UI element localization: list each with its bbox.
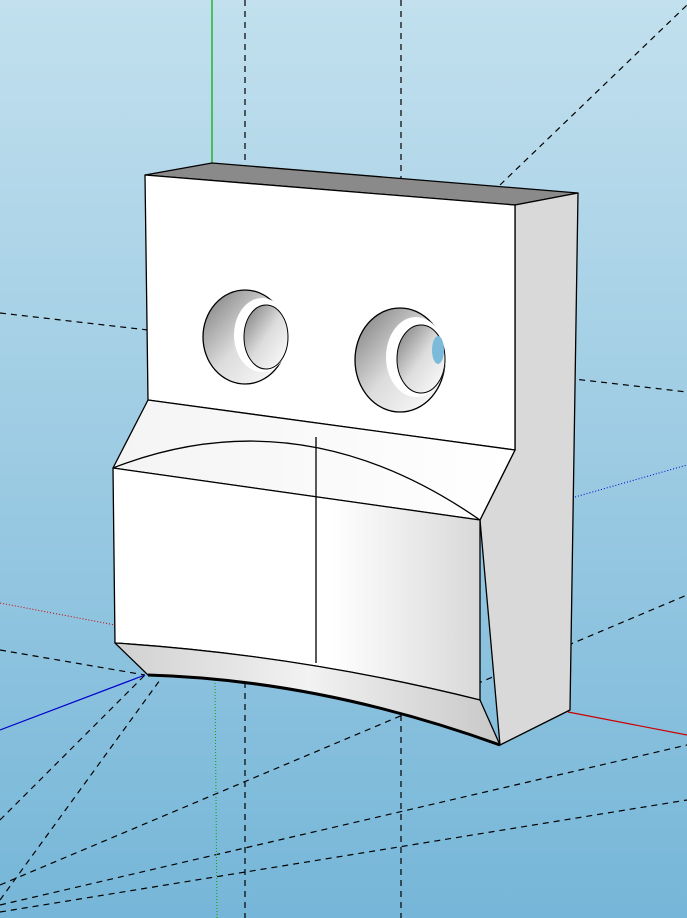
blue-axis (0, 674, 146, 731)
green-axis-dotted (214, 679, 218, 918)
guide-line (0, 674, 146, 821)
red-axis (567, 711, 687, 736)
guide-line (0, 679, 161, 901)
guide-line (0, 649, 146, 676)
3d-model[interactable] (112, 162, 579, 747)
right-hole (354, 307, 446, 413)
guide-line (0, 744, 687, 906)
bottom-dark-edge (147, 673, 501, 747)
guide-line (0, 594, 687, 886)
left-hole (202, 289, 290, 385)
arc-edge (112, 440, 481, 521)
